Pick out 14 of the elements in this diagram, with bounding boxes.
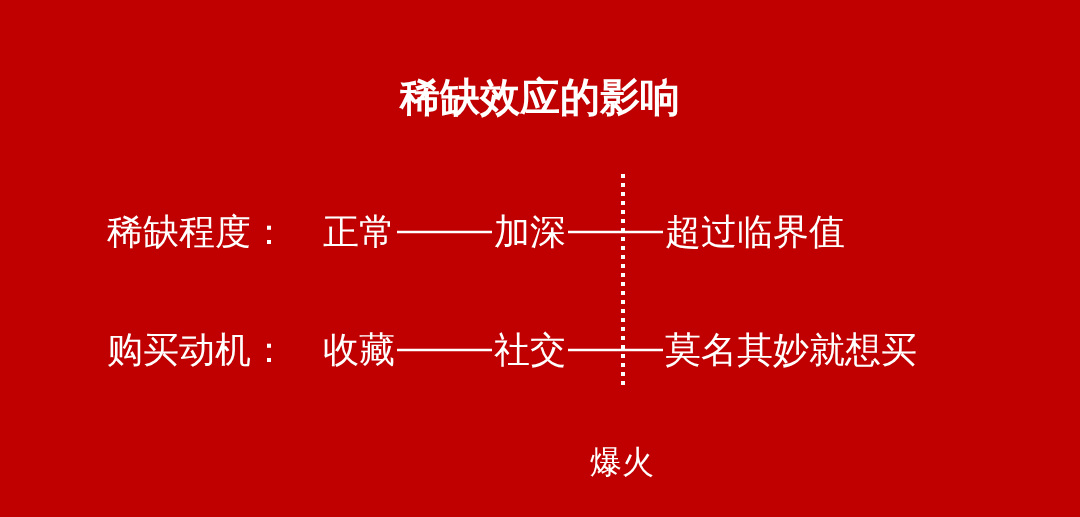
annotation: 爆火 xyxy=(590,446,654,478)
node-text: 正常 xyxy=(323,214,395,250)
row-label: 稀缺程度： xyxy=(107,214,287,250)
connector-line xyxy=(568,348,663,352)
row-label: 购买动机： xyxy=(107,332,287,368)
node-text: 超过临界值 xyxy=(665,214,845,250)
node-text: 加深 xyxy=(494,214,566,250)
connector-line xyxy=(397,348,492,352)
title: 稀缺效应的影响 xyxy=(400,77,680,117)
connector-line xyxy=(397,230,492,234)
node-text: 社交 xyxy=(494,332,566,368)
node-text: 收藏 xyxy=(323,332,395,368)
connector-line xyxy=(568,230,663,234)
node-text: 莫名其妙就想买 xyxy=(665,332,917,368)
